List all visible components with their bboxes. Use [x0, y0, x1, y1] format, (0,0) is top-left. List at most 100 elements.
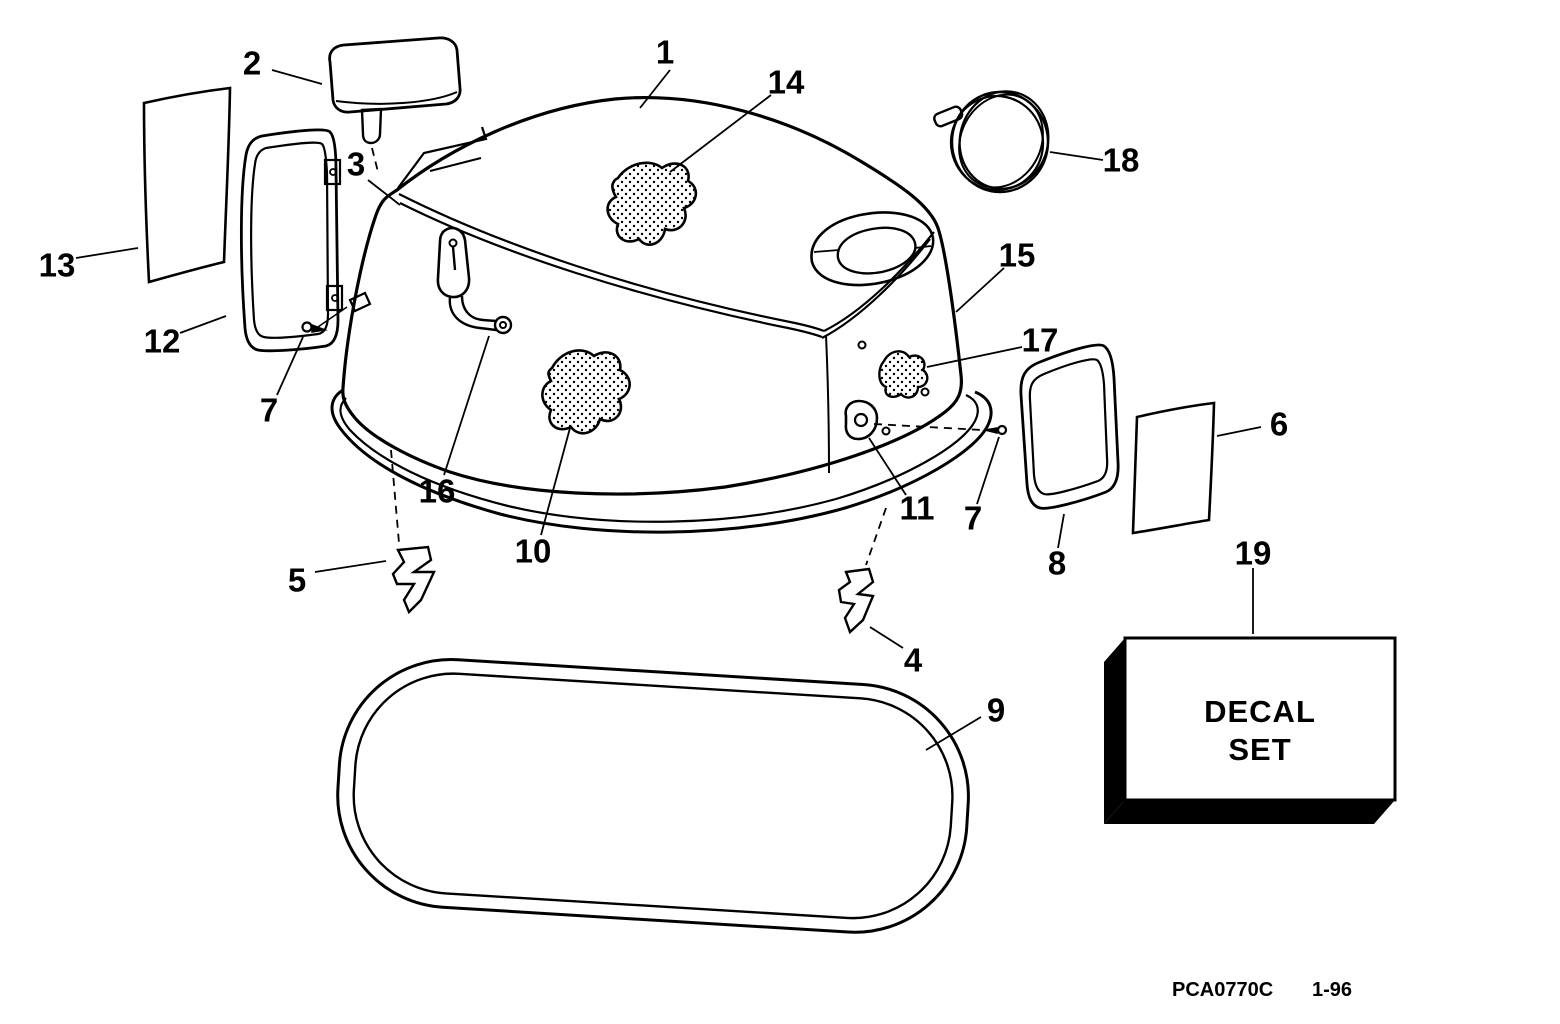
callout-11: 11	[900, 490, 935, 527]
clip-5	[391, 545, 436, 615]
leader-4	[869, 626, 904, 649]
cover-right-seam-upper	[823, 231, 935, 332]
side-panel-8	[1019, 343, 1120, 510]
hinge-tab-left	[348, 291, 372, 313]
clip-5-shape	[391, 545, 436, 615]
handle-recess-wall-right	[914, 245, 932, 249]
top-cap-tab	[360, 107, 383, 145]
leader-3	[367, 179, 401, 206]
handle-recess-hole	[836, 226, 917, 275]
leader-18	[1049, 151, 1104, 161]
dash-cover-to-clip5	[390, 449, 400, 544]
leader-1	[639, 69, 671, 109]
grommet-14-shape	[606, 161, 698, 246]
footer-code: PCA0770C 1-96	[1172, 979, 1352, 1001]
grommet-17	[878, 350, 929, 399]
grommet-10	[541, 349, 631, 435]
top-cap-plate	[328, 36, 462, 114]
bottom-seal	[336, 658, 970, 934]
cover-flange-inner	[339, 393, 979, 523]
leader-2	[271, 69, 323, 85]
screw-7-left-head	[301, 321, 313, 333]
latch-arm-outer	[448, 296, 497, 332]
grommet-17-shape	[878, 350, 929, 399]
leader-13	[75, 247, 139, 259]
leader-14	[669, 94, 772, 173]
callout-1: 1	[656, 34, 674, 71]
callout-3: 3	[347, 146, 365, 183]
callout-14: 14	[768, 64, 805, 101]
callout-6: 6	[1270, 406, 1288, 443]
cover-flange-outer	[330, 388, 993, 534]
decal-sheet-6	[1131, 401, 1216, 535]
decal-sheet-13	[142, 86, 232, 284]
side-panel-inner	[1028, 358, 1109, 496]
leader-12	[179, 315, 227, 334]
latch-11-hole	[853, 412, 869, 428]
latch-11-stud	[881, 426, 891, 436]
decal-box-bottom-face	[1104, 800, 1395, 824]
latch-pin	[451, 246, 457, 271]
leader-11	[868, 437, 907, 496]
leader-15	[955, 267, 1005, 313]
latch-11-body	[844, 399, 879, 441]
grommet-10-shape	[541, 349, 631, 435]
seal-inner	[352, 672, 954, 920]
dash-latch-to-screw7	[873, 423, 983, 431]
callout-19: 19	[1235, 535, 1272, 572]
leader-10	[540, 427, 571, 536]
callout-7-left: 7	[260, 392, 278, 429]
cover-seam-lower	[399, 202, 823, 339]
cord-end-tab	[933, 105, 964, 128]
engine-cover-outline	[341, 96, 964, 496]
callout-4: 4	[904, 642, 923, 679]
cover-corner-crease	[825, 334, 830, 474]
latch-rear	[844, 399, 891, 441]
callout-7-right: 7	[964, 500, 982, 537]
callout-5: 5	[288, 562, 306, 599]
decal-box-line2: SET	[1228, 732, 1291, 767]
door-hinge-bottom	[325, 284, 344, 312]
latch-arm-eye	[493, 315, 513, 335]
callout-10: 10	[515, 533, 552, 570]
top-cap	[328, 36, 462, 145]
dash-cover-to-clip4	[865, 507, 887, 566]
callout-17: 17	[1022, 322, 1059, 359]
callout-9: 9	[987, 692, 1005, 729]
leader-7-right	[976, 436, 1000, 505]
handle-recess-outer	[810, 211, 935, 287]
door-hinge-top	[323, 158, 342, 186]
clip-4	[837, 567, 875, 635]
cord-loop-4	[958, 93, 1044, 189]
callout-18: 18	[1103, 142, 1140, 179]
callout-13: 13	[39, 247, 76, 284]
leader-16	[443, 335, 490, 476]
leader-17	[926, 346, 1023, 368]
callout-16: 16	[419, 473, 456, 510]
leader-5	[314, 560, 387, 573]
decal-box-left-face	[1104, 638, 1125, 824]
callout-8: 8	[1048, 545, 1066, 582]
leader-lines	[75, 69, 1262, 751]
door-panel-outer	[239, 128, 340, 353]
clip-4-shape	[837, 567, 875, 635]
screw-7-right-shaft	[984, 427, 998, 434]
grommet-14	[606, 161, 698, 246]
handle-recess-wall-left	[813, 249, 840, 253]
cover-right-seam-lower	[821, 238, 931, 339]
leader-7-left	[276, 336, 304, 396]
decal-set-box: DECAL SET	[1104, 636, 1397, 824]
decal-box-line1: DECAL	[1204, 694, 1316, 729]
callout-2: 2	[243, 45, 261, 82]
door-panel-inner	[250, 141, 330, 339]
cap-recess-ledge	[397, 126, 488, 189]
footer-part-code: PCA0770C	[1172, 979, 1273, 1001]
dash-cap-to-cover	[371, 147, 379, 173]
leader-6	[1216, 426, 1262, 437]
leader-9	[925, 716, 982, 751]
cap-recess-step	[429, 157, 482, 172]
side-panel-outer	[1019, 343, 1120, 510]
seal-outer	[336, 658, 970, 934]
latch-arm-inner	[460, 295, 497, 323]
